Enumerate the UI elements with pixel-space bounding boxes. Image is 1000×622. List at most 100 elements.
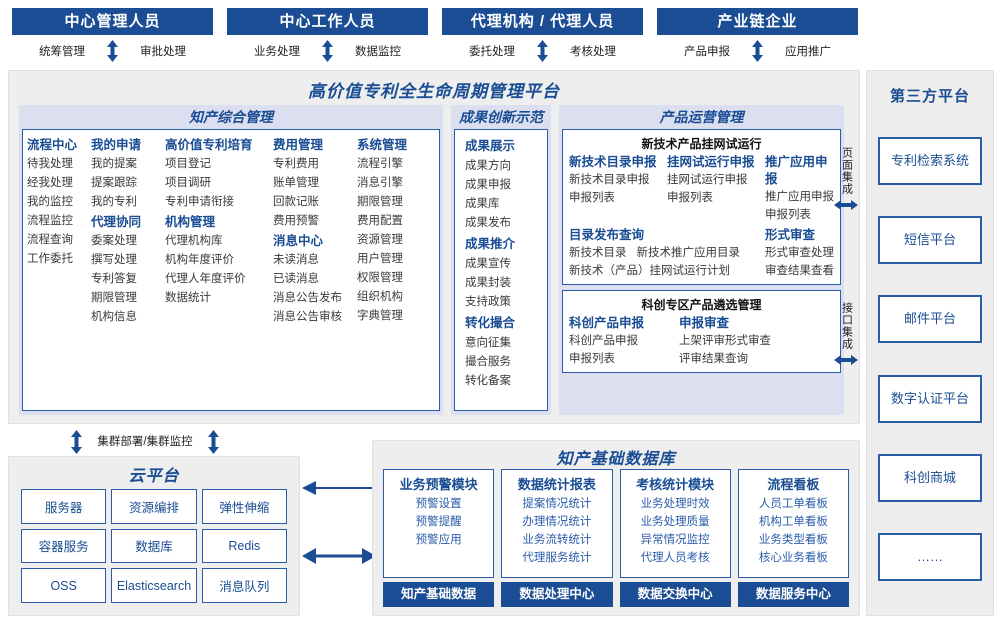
cloud-service-item[interactable]: 服务器 [21,489,107,524]
kb-item[interactable]: 代理人员考核 [640,552,710,564]
menu-item[interactable]: 新技术（产品）挂网试运行计划 [569,265,730,277]
menu-item[interactable]: 工作委托 [27,253,73,265]
menu-item[interactable]: 待我处理 [27,158,73,170]
menu-item[interactable]: 专利费用 [273,158,319,170]
menu-item[interactable]: 提案跟踪 [91,177,137,189]
kb-footer-badge[interactable]: 数据服务中心 [737,582,849,607]
menu-item[interactable]: 成果方向 [465,160,511,172]
menu-item[interactable]: 权限管理 [357,272,403,284]
menu-item[interactable]: 组织机构 [357,291,403,303]
kb-item[interactable]: 机构工单看板 [758,516,828,528]
menu-item[interactable]: 上架评审形式审查 [679,335,771,347]
menu-item[interactable]: 意向征集 [465,337,511,349]
menu-item[interactable]: 新技术推广应用目录 [636,247,741,259]
cloud-service-item[interactable]: Elasticsearch [111,568,197,603]
kb-footer-badge[interactable]: 数据交换中心 [619,582,731,607]
menu-item[interactable]: 申报列表 [765,209,811,221]
cloud-service-item[interactable]: 弹性伸缩 [201,489,287,524]
menu-item[interactable]: 机构信息 [91,311,137,323]
menu-item[interactable]: 支持政策 [465,296,511,308]
cloud-service-item[interactable]: OSS [21,568,107,603]
menu-item[interactable]: 经我处理 [27,177,73,189]
menu-item[interactable]: 项目登记 [165,158,211,170]
menu-item[interactable]: 资源管理 [357,234,403,246]
menu-item[interactable]: 机构年度评价 [165,254,234,266]
menu-item[interactable]: 消息引擎 [357,177,403,189]
kb-item[interactable]: 提案情况统计 [522,498,592,510]
menu-item[interactable]: 成果宣传 [465,258,511,270]
menu-item[interactable]: 我的专利 [91,196,137,208]
kb-item[interactable]: 预警提醒 [415,516,462,528]
menu-item[interactable]: 申报列表 [569,353,615,365]
kb-footer-badge[interactable]: 知产基础数据 [383,582,495,607]
menu-item[interactable]: 费用配置 [357,215,403,227]
third-party-item[interactable]: 短信平台 [878,215,982,264]
menu-group-header: 推广应用申报 [765,155,828,186]
menu-item[interactable]: 申报列表 [667,192,713,204]
kb-item[interactable]: 业务类型看板 [758,534,828,546]
menu-item[interactable]: 字典管理 [357,310,403,322]
menu-item[interactable]: 委案处理 [91,235,137,247]
menu-item[interactable]: 流程引擎 [357,158,403,170]
kb-item[interactable]: 预警设置 [415,498,462,510]
menu-item[interactable]: 推广应用申报 [765,191,834,203]
menu-item[interactable]: 审查结果查看 [765,265,834,277]
menu-item[interactable]: 未读消息 [273,254,319,266]
menu-item[interactable]: 账单管理 [273,177,319,189]
menu-item[interactable]: 我的提案 [91,158,137,170]
cloud-service-item[interactable]: 资源编排 [111,489,197,524]
kb-footer-badge[interactable]: 数据处理中心 [501,582,613,607]
third-party-item[interactable]: …… [878,533,982,582]
cloud-service-item[interactable]: 数据库 [111,528,197,564]
menu-item[interactable]: 科创产品申报 [569,335,638,347]
menu-item[interactable]: 专利答复 [91,273,137,285]
menu-item[interactable]: 成果申报 [465,179,511,191]
menu-item[interactable]: 用户管理 [357,253,403,265]
cloud-service-item[interactable]: 消息队列 [201,568,287,603]
menu-item[interactable]: 新技术目录 [569,247,627,259]
menu-item[interactable]: 撮合服务 [465,356,511,368]
menu-item[interactable]: 新技术目录申报 [569,174,650,186]
menu-item[interactable]: 期限管理 [357,196,403,208]
menu-item[interactable]: 代理人年度评价 [165,273,246,285]
menu-item[interactable]: 流程查询 [27,234,73,246]
third-party-item[interactable]: 邮件平台 [878,295,982,344]
kb-item[interactable]: 异常情况监控 [640,534,710,546]
menu-item[interactable]: 成果发布 [465,217,511,229]
menu-item[interactable]: 消息公告发布 [273,292,342,304]
menu-item[interactable]: 形式审查处理 [765,247,834,259]
menu-item[interactable]: 已读消息 [273,273,319,285]
menu-item[interactable]: 代理机构库 [165,235,223,247]
menu-item[interactable]: 挂网试运行申报 [667,174,748,186]
cloud-service-item[interactable]: Redis [201,528,287,564]
menu-item[interactable]: 申报列表 [569,192,615,204]
menu-item[interactable]: 成果封装 [465,277,511,289]
knowledge-base-panel: 知产基础数据库 业务预警模块 预警设置 预警提醒 预警应用 知产基础数据 数据统… [372,440,860,616]
cloud-service-item[interactable]: 容器服务 [21,528,107,564]
kb-item[interactable]: 人员工单看板 [758,498,828,510]
menu-item[interactable]: 我的监控 [27,196,73,208]
menu-item[interactable]: 撰写处理 [91,254,137,266]
menu-item[interactable]: 费用预警 [273,215,319,227]
kb-item[interactable]: 业务流转统计 [522,534,592,546]
menu-item[interactable]: 转化备案 [465,375,511,387]
third-party-item[interactable]: 数字认证平台 [878,374,982,423]
menu-item[interactable]: 成果库 [465,198,500,210]
menu-item[interactable]: 期限管理 [91,292,137,304]
kb-item[interactable]: 业务处理时效 [640,498,710,510]
third-party-item[interactable]: 科创商城 [878,453,982,502]
menu-item[interactable]: 数据统计 [165,292,211,304]
menu-item[interactable]: 消息公告审核 [273,311,342,323]
kb-item[interactable]: 预警应用 [415,534,462,546]
menu-item[interactable]: 回款记账 [273,196,319,208]
menu-item[interactable]: 流程监控 [27,215,73,227]
menu-item[interactable]: 评审结果查询 [679,353,748,365]
kb-item[interactable]: 业务处理质量 [640,516,710,528]
kb-item[interactable]: 核心业务看板 [758,552,828,564]
kb-item[interactable]: 代理服务统计 [522,552,592,564]
kb-card-header: 数据统计报表 [517,477,596,492]
kb-item[interactable]: 办理情况统计 [522,516,592,528]
third-party-item[interactable]: 专利检索系统 [878,136,982,185]
menu-item[interactable]: 专利申请衔接 [165,196,234,208]
menu-item[interactable]: 项目调研 [165,177,211,189]
